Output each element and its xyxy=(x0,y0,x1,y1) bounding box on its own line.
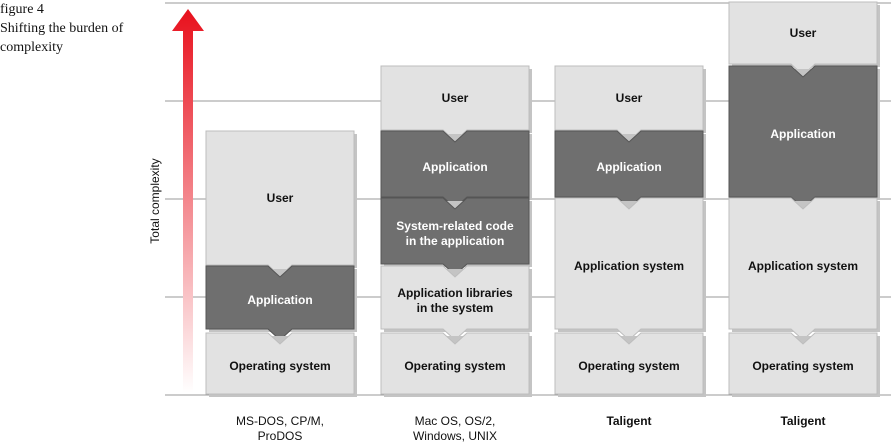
block-shape xyxy=(554,332,704,395)
block-label: User xyxy=(266,190,294,205)
block-label: Operating system xyxy=(578,359,680,373)
block-shape xyxy=(205,332,355,395)
block-shape xyxy=(728,332,878,395)
column-4-block-1 xyxy=(728,1,880,76)
column-4-block-3 xyxy=(728,197,880,341)
column-label-3: Taligent xyxy=(606,414,652,428)
block-shape xyxy=(380,265,530,341)
column-label-4: Taligent xyxy=(780,414,826,428)
column-4-block-4 xyxy=(728,332,880,397)
caption-title-line-1: Shifting the burden of xyxy=(0,21,124,36)
column-label-2: Mac OS, OS/2, Windows, UNIX xyxy=(412,414,498,443)
column-label-1: MS-DOS, CP/M, ProDOS xyxy=(235,414,324,443)
block-shape xyxy=(205,265,355,341)
block-shape xyxy=(728,197,878,341)
block-label: User xyxy=(615,90,643,105)
block-label: Application xyxy=(596,159,662,174)
block-label: Application xyxy=(770,127,836,141)
block-label: Application system xyxy=(573,259,685,273)
block-stacks xyxy=(205,1,880,397)
figure-caption: figure 4 Shifting the burden of complexi… xyxy=(0,0,160,57)
block-label: User xyxy=(789,25,817,40)
y-axis-label: Total complexity xyxy=(148,158,162,244)
complexity-arrow-icon xyxy=(172,9,204,393)
block-label: Operating system xyxy=(404,359,506,373)
column-2-block-2 xyxy=(380,130,532,209)
block-label: Application xyxy=(247,293,313,307)
block-label: User xyxy=(441,90,469,105)
column-3-block-1 xyxy=(554,65,706,142)
caption-title-line-2: complexity xyxy=(0,40,63,55)
column-3-block-3 xyxy=(554,197,706,341)
block-label: Operating system xyxy=(229,359,331,373)
column-3-block-4 xyxy=(554,332,706,397)
column-4-block-2 xyxy=(728,65,880,209)
block-shape xyxy=(380,130,530,209)
block-shape xyxy=(554,197,704,341)
block-shape xyxy=(380,332,530,395)
block-shape xyxy=(554,130,704,209)
block-label: Application libraries in the system xyxy=(397,285,513,315)
column-3-block-2 xyxy=(554,130,706,209)
column-2-block-5 xyxy=(380,332,532,397)
block-label: Operating system xyxy=(752,359,854,373)
caption-figure-number: figure 4 xyxy=(0,2,44,17)
block-label: Application system xyxy=(747,259,859,273)
column-2-block-3 xyxy=(380,197,532,276)
column-2-block-4 xyxy=(380,265,532,341)
block-shape xyxy=(728,65,878,209)
block-label: Application xyxy=(422,159,488,174)
block-shape xyxy=(380,197,530,276)
column-2-block-1 xyxy=(380,65,532,142)
column-1-block-1 xyxy=(205,130,357,277)
column-1-block-3 xyxy=(205,332,357,397)
block-label: System-related code in the application xyxy=(396,219,514,248)
column-1-block-2 xyxy=(205,265,357,341)
